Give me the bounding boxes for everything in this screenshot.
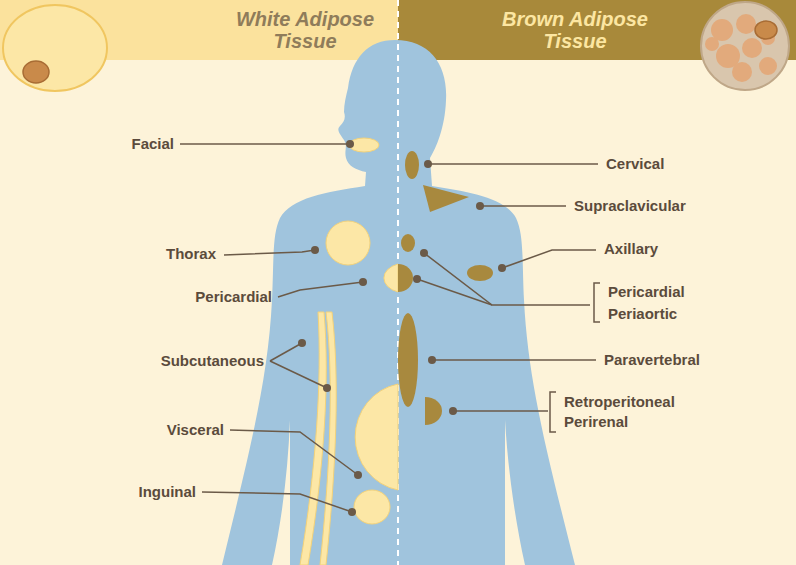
header-title: White Adipose Tissue xyxy=(220,8,390,52)
region-label: Periaortic xyxy=(608,305,677,323)
pericardial-fat xyxy=(384,264,398,292)
paravertebral-fat xyxy=(398,313,418,407)
region-label: Thorax xyxy=(166,245,216,263)
region-label: Paravertebral xyxy=(604,351,700,369)
pericardial-brown-fat xyxy=(401,234,415,252)
thorax-fat xyxy=(326,221,370,265)
axillary-fat xyxy=(467,265,493,281)
region-label: Retroperitoneal xyxy=(564,393,675,411)
region-label: Facial xyxy=(131,135,174,153)
region-label: Perirenal xyxy=(564,413,628,431)
header-band: Brown Adipose Tissue xyxy=(398,0,796,60)
cervical-fat xyxy=(405,151,419,179)
region-label: Axillary xyxy=(604,240,658,258)
subcutaneous-fat xyxy=(300,312,326,565)
region-label: Subcutaneous xyxy=(161,352,264,370)
leader-lines xyxy=(180,144,600,512)
header-title: Brown Adipose Tissue xyxy=(490,8,660,52)
perirenal-fat xyxy=(425,397,442,425)
region-label: Pericardial xyxy=(195,288,272,306)
inguinal-fat xyxy=(354,490,390,524)
region-label: Visceral xyxy=(167,421,224,439)
region-label: Inguinal xyxy=(139,483,197,501)
header-band: White Adipose Tissue xyxy=(0,0,398,60)
supraclavicular-fat xyxy=(423,185,469,212)
region-label: Supraclavicular xyxy=(574,197,686,215)
region-label: Pericardial xyxy=(608,283,685,301)
region-label: Cervical xyxy=(606,155,664,173)
